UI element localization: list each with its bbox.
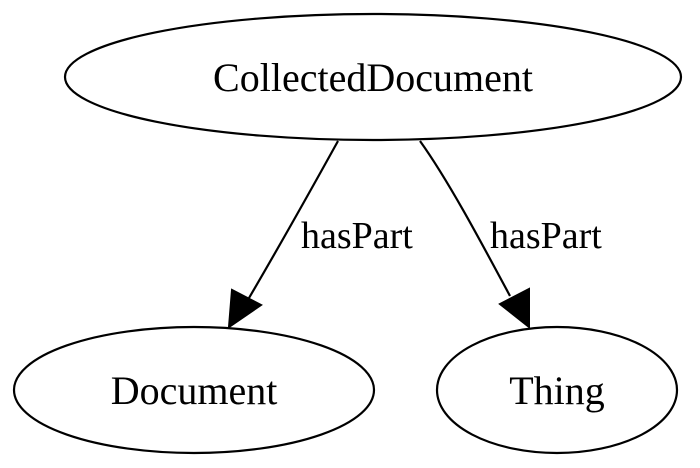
edge-to-thing: hasPart <box>419 140 602 330</box>
edge-to-document: hasPart <box>227 140 413 330</box>
node-collected-document-ellipse <box>63 12 683 142</box>
node-document-label: Document <box>111 368 278 413</box>
node-document[interactable]: Document <box>12 325 376 455</box>
node-collected-document[interactable]: CollectedDocument <box>63 12 683 142</box>
edge-to-document-label: hasPart <box>301 215 413 257</box>
edge-to-thing-arrowhead <box>498 287 530 330</box>
node-thing-label: Thing <box>509 368 605 413</box>
edge-to-document-arrowhead <box>227 288 263 330</box>
edge-to-document-line <box>248 140 339 299</box>
node-thing-ellipse <box>435 325 679 455</box>
edge-to-thing-line <box>419 140 511 297</box>
node-document-ellipse <box>12 325 376 455</box>
node-thing[interactable]: Thing <box>435 325 679 455</box>
node-collected-document-label: CollectedDocument <box>213 55 533 100</box>
edge-to-thing-label: hasPart <box>490 215 602 257</box>
